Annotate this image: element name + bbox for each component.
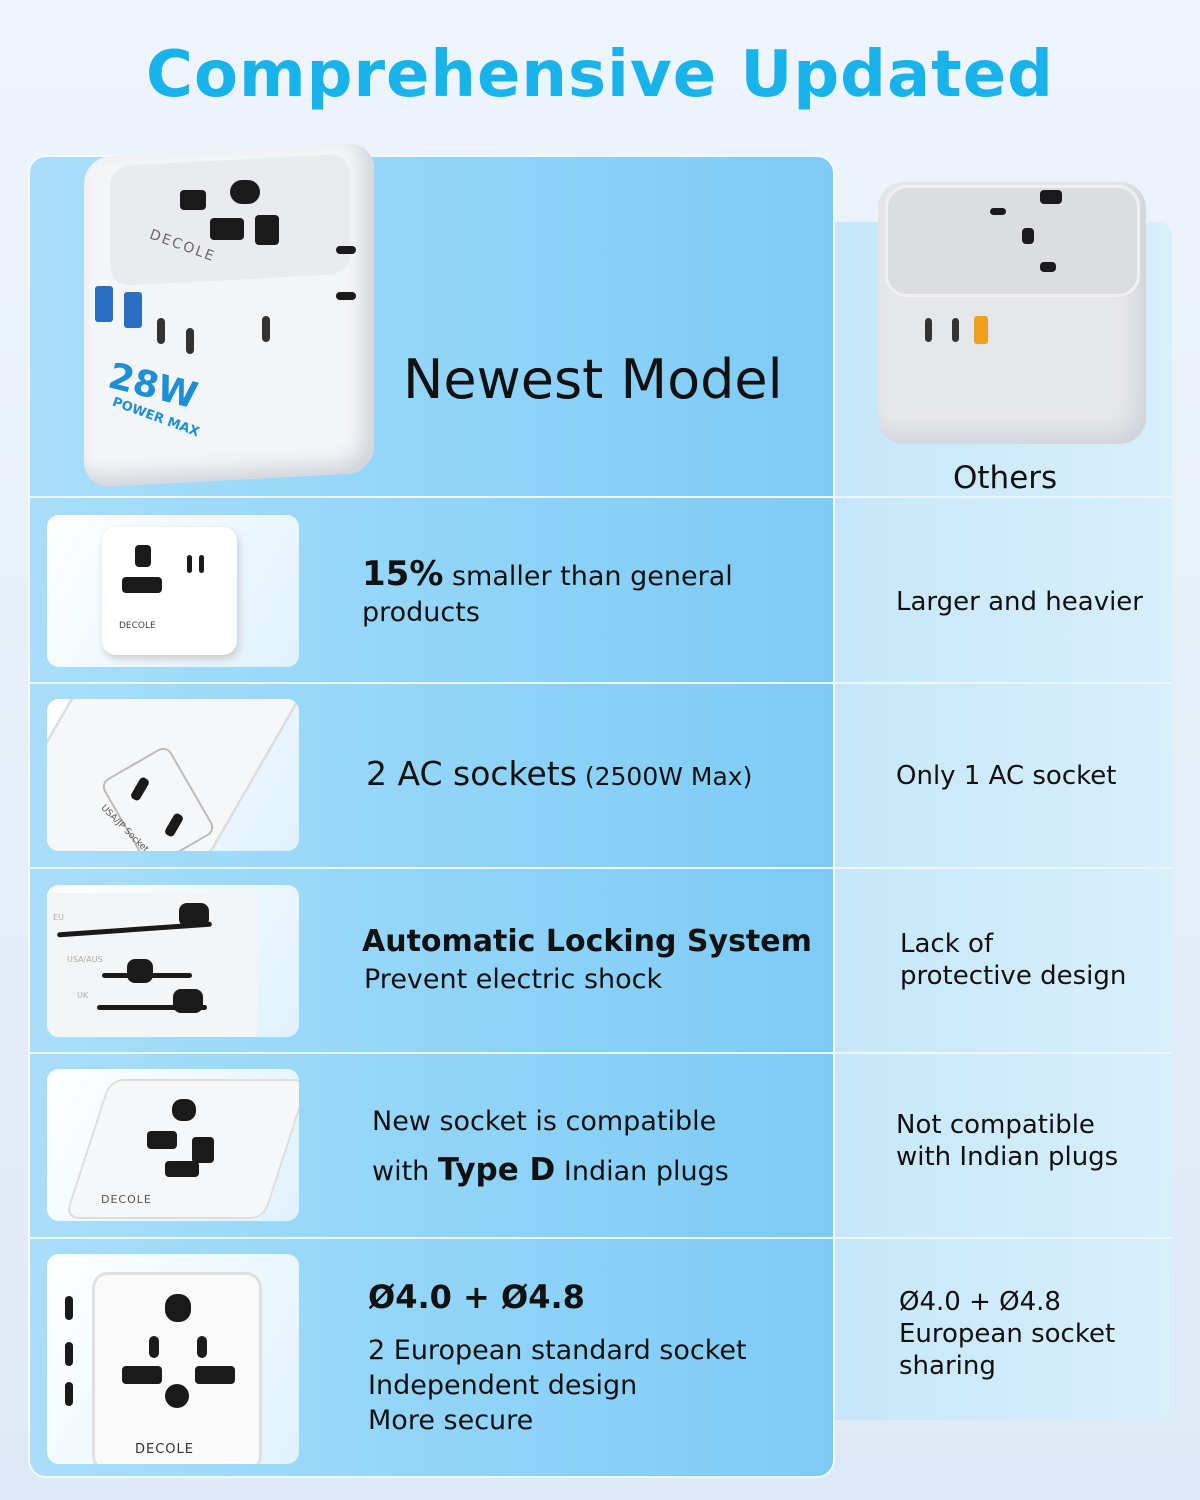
page-title: Comprehensive Updated — [146, 38, 1054, 112]
line: New socket is compatible — [372, 1106, 717, 1137]
brand-logo: DECOLE — [119, 621, 156, 631]
text: Prevent electric shock — [364, 964, 663, 995]
brand-logo: DECOLE — [135, 1442, 194, 1457]
slider-label: EU — [53, 913, 64, 922]
row-4-right-text: Not compatible with Indian plugs — [896, 1109, 1118, 1173]
title: Automatic Locking System — [362, 924, 812, 959]
text: smaller than general products — [362, 561, 733, 628]
highlight: Type D — [437, 1152, 556, 1188]
european-socket-thumbnail: DECOLE — [47, 1254, 299, 1464]
row-2-left-text: 2 AC sockets (2500W Max) — [366, 756, 752, 795]
highlight: 15% — [362, 554, 444, 594]
line: More secure — [368, 1405, 534, 1436]
size-thumbnail: DECOLE — [47, 515, 299, 667]
line: Not compatible — [896, 1110, 1095, 1140]
line: European socket — [899, 1319, 1116, 1349]
line: sharing — [899, 1351, 996, 1381]
ac-socket-thumbnail: USA/JP Socket — [47, 699, 299, 851]
row-4-left-text: New socket is compatible with Type D Ind… — [372, 1104, 729, 1190]
row-5-left-text: Ø4.0 + Ø4.8 2 European standard socket I… — [368, 1280, 747, 1438]
line: Lack of — [900, 929, 994, 959]
row-3-right-text: Lack of protective design — [900, 928, 1126, 992]
others-label: Others — [953, 460, 1058, 496]
type-d-socket-thumbnail: DECOLE — [47, 1069, 299, 1221]
brand-logo: DECOLE — [101, 1193, 152, 1206]
slider-label: UK — [77, 991, 89, 1000]
hero-label: Newest Model — [403, 348, 783, 411]
line: with Indian plugs — [896, 1142, 1119, 1172]
title: Ø4.0 + Ø4.8 — [368, 1278, 585, 1316]
line: Independent design — [368, 1370, 638, 1401]
locking-slider-thumbnail: EU USA/AUS UK — [47, 885, 299, 1037]
text: Indian plugs — [555, 1156, 729, 1187]
line: 2 European standard socket — [368, 1335, 747, 1366]
slider-label: USA/AUS — [67, 955, 103, 964]
highlight: 2 AC sockets — [366, 754, 577, 793]
row-2-right-text: Only 1 AC socket — [896, 761, 1117, 791]
text: (2500W Max) — [576, 762, 753, 791]
row-1-left-text: 15% smaller than general products — [362, 556, 782, 631]
row-5-right-text: Ø4.0 + Ø4.8 European socket sharing — [899, 1286, 1115, 1382]
line: Ø4.0 + Ø4.8 — [899, 1287, 1061, 1317]
row-3-left-text: Automatic Locking System Prevent electri… — [362, 922, 812, 998]
text: with — [372, 1156, 438, 1187]
line: protective design — [900, 961, 1127, 991]
row-1-right-text: Larger and heavier — [896, 587, 1143, 617]
